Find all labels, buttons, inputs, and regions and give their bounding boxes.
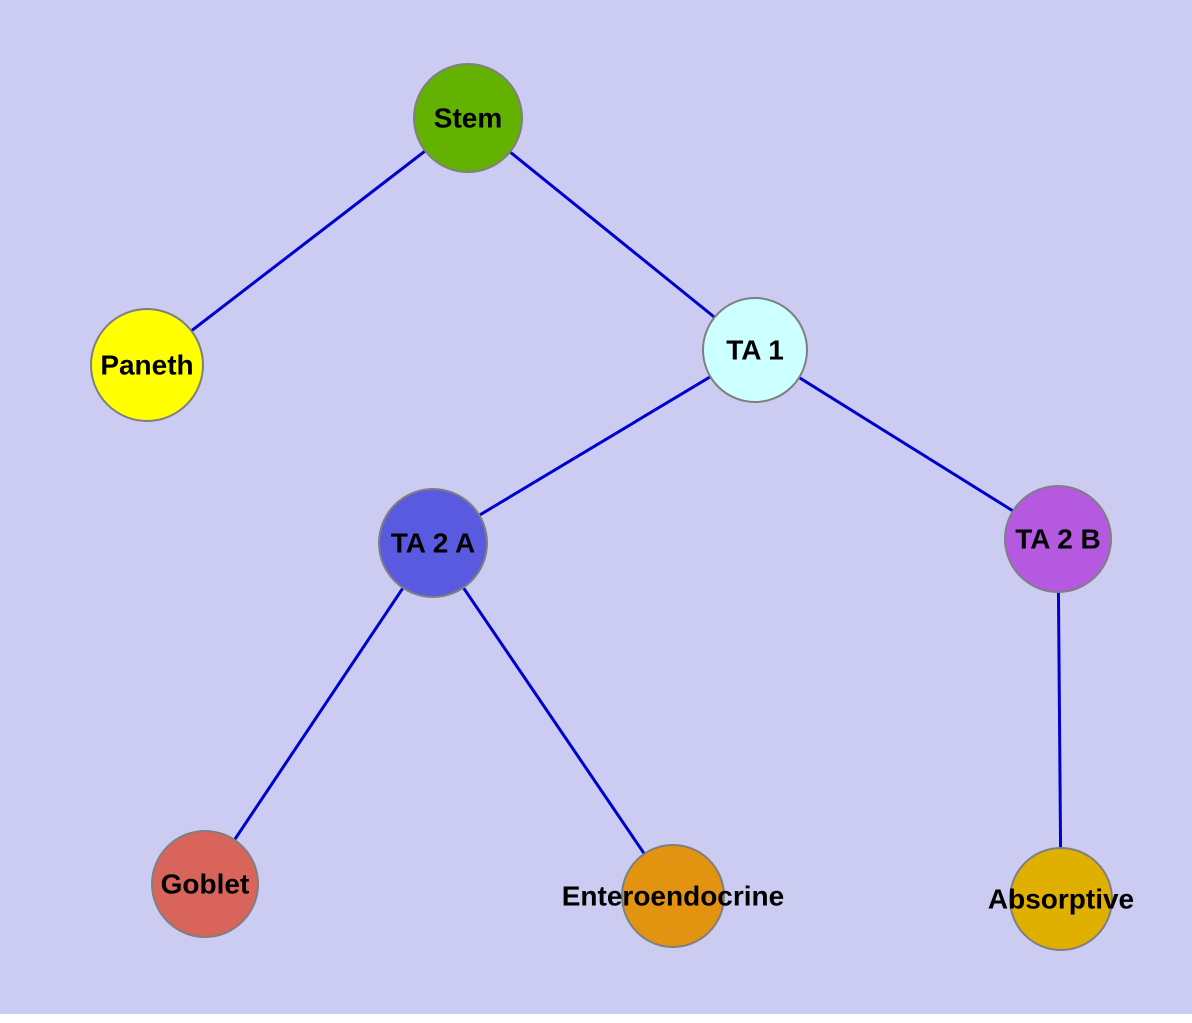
nodes-layer bbox=[90, 63, 1113, 951]
node-paneth[interactable] bbox=[90, 308, 204, 422]
edge-stem-ta1 bbox=[467, 116, 756, 352]
node-enteroendocrine[interactable] bbox=[621, 844, 725, 948]
edge-ta1-ta2a bbox=[432, 348, 756, 545]
node-ta1[interactable] bbox=[702, 297, 808, 403]
node-stem[interactable] bbox=[413, 63, 523, 173]
edge-ta1-ta2b bbox=[754, 348, 1059, 541]
node-goblet[interactable] bbox=[151, 830, 259, 938]
node-absorptive[interactable] bbox=[1009, 847, 1113, 951]
edge-ta2b-absorptive bbox=[1056, 538, 1063, 900]
node-ta2a[interactable] bbox=[378, 488, 488, 598]
edge-ta2a-goblet bbox=[203, 542, 435, 885]
node-ta2b[interactable] bbox=[1004, 485, 1112, 593]
edge-ta2a-enteroendocrine bbox=[431, 542, 675, 897]
edge-stem-paneth bbox=[146, 116, 469, 367]
edges-layer bbox=[146, 116, 1063, 900]
